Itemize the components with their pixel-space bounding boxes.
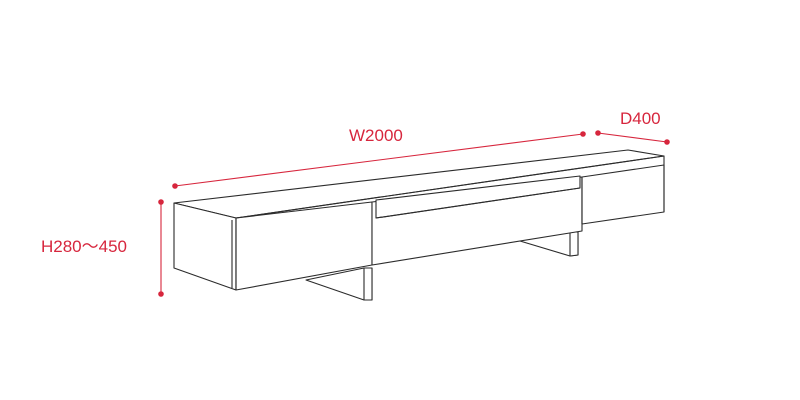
width-label: W2000 <box>349 126 403 145</box>
width-dimension-line <box>174 133 584 187</box>
depth-dimension-start-dot <box>595 130 601 136</box>
front-top-edge <box>235 155 665 219</box>
front-leg-edge <box>363 267 373 301</box>
depth-dimension-end-dot <box>664 139 670 145</box>
height-label: H280～450 <box>41 237 127 256</box>
width-dimension: W2000 <box>172 126 586 189</box>
depth-dimension-line <box>597 132 668 143</box>
height-dimension: H280～450 <box>41 199 164 297</box>
width-dimension-end-dot <box>580 131 586 137</box>
height-dimension-top-dot <box>158 199 164 205</box>
height-dimension-bottom-dot <box>158 291 164 297</box>
left-end-face <box>173 202 237 291</box>
tv-board-drawing <box>173 149 665 301</box>
drawer-divider-line <box>375 187 581 219</box>
front-right-door <box>581 164 665 225</box>
depth-label: D400 <box>620 109 661 128</box>
width-dimension-start-dot <box>172 183 178 189</box>
depth-dimension: D400 <box>595 109 670 145</box>
rear-leg-edge <box>569 231 579 257</box>
